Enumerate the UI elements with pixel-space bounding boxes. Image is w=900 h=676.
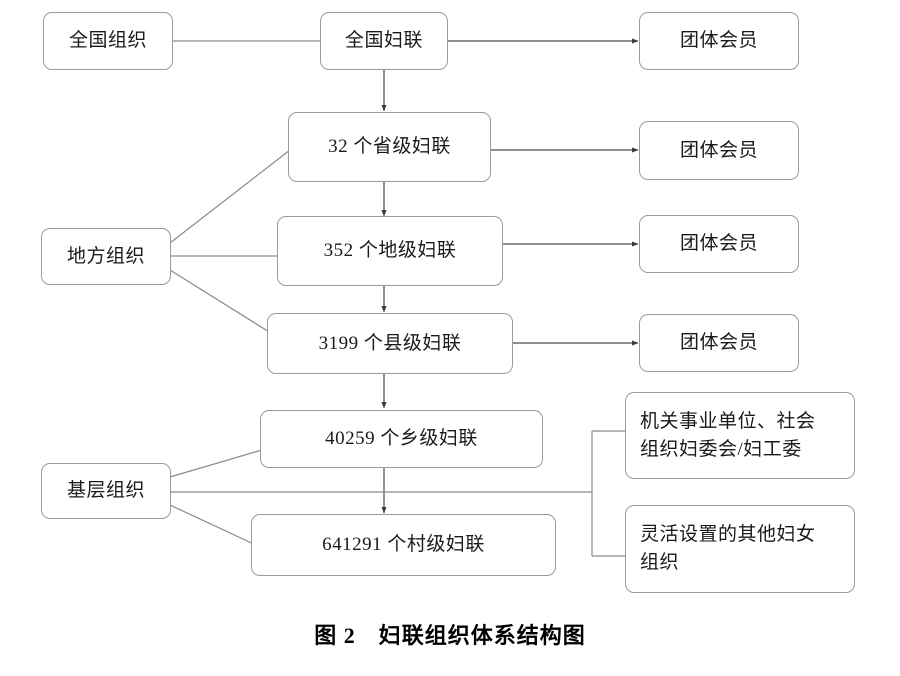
node-member-3[interactable]: 团体会员	[639, 215, 799, 273]
node-county-federation-label: 3199 个县级妇联	[318, 332, 462, 354]
node-provincial-federation[interactable]: 32 个省级妇联	[288, 112, 491, 182]
node-national-level-label: 全国组织	[68, 30, 147, 52]
node-member-4[interactable]: 团体会员	[639, 314, 799, 372]
figure-caption: 图 2 妇联组织体系结构图	[314, 623, 586, 648]
edge-local-level-to-provincial	[169, 149, 291, 244]
node-grassroots-unit-2[interactable]: 灵活设置的其他妇女 组织	[625, 505, 855, 593]
node-village-federation[interactable]: 641291 个村级妇联	[251, 514, 556, 576]
node-township-federation[interactable]: 40259 个乡级妇联	[260, 410, 543, 468]
node-county-federation[interactable]: 3199 个县级妇联	[267, 313, 513, 374]
node-member-1-label: 团体会员	[679, 30, 758, 52]
node-member-1[interactable]: 团体会员	[639, 12, 799, 70]
node-member-2-label: 团体会员	[679, 139, 758, 161]
node-acwf-label: 全国妇联	[344, 30, 423, 52]
node-member-4-label: 团体会员	[679, 332, 758, 354]
node-grassroots-unit-2-label: 灵活设置的其他妇女 组织	[640, 524, 816, 573]
node-prefecture-federation[interactable]: 352 个地级妇联	[277, 216, 503, 286]
node-village-federation-label: 641291 个村级妇联	[322, 534, 485, 556]
edge-grassroots-level-to-village	[169, 504, 259, 547]
node-national-level[interactable]: 全国组织	[43, 12, 173, 70]
node-grassroots-unit-1-label: 机关事业单位、社会 组织妇委会/妇工委	[640, 410, 816, 460]
edge-grassroots-level-to-township	[169, 449, 263, 478]
node-grassroots-level[interactable]: 基层组织	[41, 463, 171, 519]
node-prefecture-federation-label: 352 个地级妇联	[323, 240, 457, 262]
node-grassroots-level-label: 基层组织	[66, 480, 145, 502]
node-grassroots-unit-1[interactable]: 机关事业单位、社会 组织妇委会/妇工委	[625, 392, 855, 479]
node-member-2[interactable]: 团体会员	[639, 121, 799, 180]
node-provincial-federation-label: 32 个省级妇联	[328, 136, 451, 158]
node-township-federation-label: 40259 个乡级妇联	[325, 428, 478, 450]
node-acwf[interactable]: 全国妇联	[320, 12, 448, 70]
node-member-3-label: 团体会员	[679, 233, 758, 255]
node-local-level-label: 地方组织	[66, 245, 145, 267]
node-local-level[interactable]: 地方组织	[41, 228, 171, 285]
